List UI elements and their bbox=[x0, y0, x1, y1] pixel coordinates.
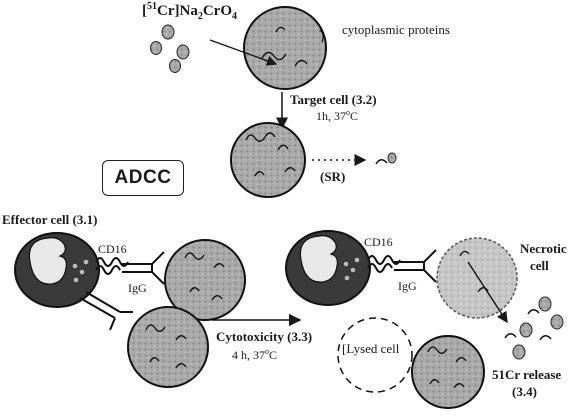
lysed-cell-text: Lysed cell bbox=[346, 341, 400, 356]
lysed-cell-outline bbox=[337, 317, 413, 393]
uptake-arrow bbox=[209, 39, 278, 66]
released-chromium-particle bbox=[550, 314, 564, 330]
isotope-prefix: [ bbox=[142, 3, 147, 19]
target-condition-unit: C bbox=[350, 109, 359, 123]
isotope-mid: CrO bbox=[202, 3, 232, 19]
target-condition-text: 1h, 37 bbox=[316, 109, 346, 123]
chromium-particle bbox=[161, 24, 175, 40]
cd16-receptor-right-2 bbox=[367, 263, 393, 273]
released-protein bbox=[539, 335, 552, 341]
necrotic-cell-label-line2: cell bbox=[530, 258, 549, 273]
released-chromium-particle bbox=[512, 344, 526, 360]
released-contents bbox=[504, 296, 564, 360]
necrotic-target-cell bbox=[436, 237, 518, 319]
igg-antibody-left bbox=[122, 251, 165, 285]
released-chromium-particle bbox=[519, 322, 533, 338]
cytotoxicity-degree: o bbox=[265, 347, 269, 356]
lysed-cell-bracket-left: [ bbox=[342, 341, 347, 356]
target-cell-labeled bbox=[230, 122, 306, 198]
isotope-mass: 51 bbox=[147, 1, 157, 12]
effector-cell-label: Effector cell (3.1) bbox=[2, 212, 98, 227]
isotope-element: Cr]Na bbox=[157, 3, 198, 19]
cd16-receptor-left bbox=[95, 257, 129, 267]
chromium-particles bbox=[150, 24, 190, 73]
igg-antibody-right bbox=[394, 249, 437, 283]
target-cell-bound-upper bbox=[164, 239, 246, 321]
target-cell-unlabeled bbox=[243, 6, 327, 90]
chromium-release-label-line2: (3.4) bbox=[512, 384, 537, 399]
protein-pointer bbox=[319, 29, 324, 43]
chromium-particle bbox=[176, 44, 190, 60]
cytotoxicity-condition-label: 4 h, 37oC bbox=[232, 347, 278, 362]
cytotoxicity-label: Cytotoxicity (3.3) bbox=[216, 329, 313, 344]
released-protein bbox=[527, 309, 540, 315]
isotope-sub2: 4 bbox=[232, 11, 237, 22]
spontaneous-release-label: (SR) bbox=[320, 169, 346, 184]
cytotoxicity-condition-text: 4 h, 37 bbox=[232, 348, 265, 362]
cd16-receptor-right bbox=[367, 255, 401, 265]
cytotoxicity-unit: C bbox=[269, 348, 278, 362]
target-condition-label: 1h, 37oC bbox=[316, 108, 359, 123]
necrotic-cell-label-line1: Necrotic bbox=[520, 241, 567, 256]
igg-label-right: IgG bbox=[398, 279, 417, 293]
cd16-receptor-left-2 bbox=[95, 265, 121, 275]
igg-label-left: IgG bbox=[128, 281, 147, 295]
effector-cell-right bbox=[285, 230, 371, 306]
adcc-title-box: ADCC bbox=[102, 160, 184, 196]
target-condition-degree: o bbox=[346, 108, 350, 117]
target-cell-remaining bbox=[411, 335, 485, 409]
isotope-sub1: 2 bbox=[197, 11, 203, 22]
cd16-label-right: CD16 bbox=[364, 235, 393, 249]
released-chromium-particle bbox=[538, 296, 552, 312]
igg-antibody-lower bbox=[79, 291, 133, 331]
isotope-label: [51Cr]Na2CrO4 bbox=[142, 1, 237, 23]
chromium-release-label-line1: 51Cr release bbox=[492, 367, 562, 382]
chromium-particle bbox=[169, 59, 181, 73]
released-protein bbox=[375, 159, 388, 165]
cytoplasmic-proteins-label: cytoplasmic proteins bbox=[342, 22, 450, 37]
cd16-label-left: CD16 bbox=[98, 242, 127, 256]
released-chromium-particle bbox=[387, 152, 397, 164]
lysed-cell-label: [Lysed cell bbox=[342, 342, 399, 356]
release-arrow bbox=[467, 261, 508, 324]
chromium-particle bbox=[150, 41, 162, 55]
effector-cell-left bbox=[14, 232, 100, 308]
released-protein bbox=[504, 333, 517, 339]
target-cell-label: Target cell (3.2) bbox=[290, 92, 377, 107]
target-cell-bound-lower bbox=[127, 306, 209, 388]
